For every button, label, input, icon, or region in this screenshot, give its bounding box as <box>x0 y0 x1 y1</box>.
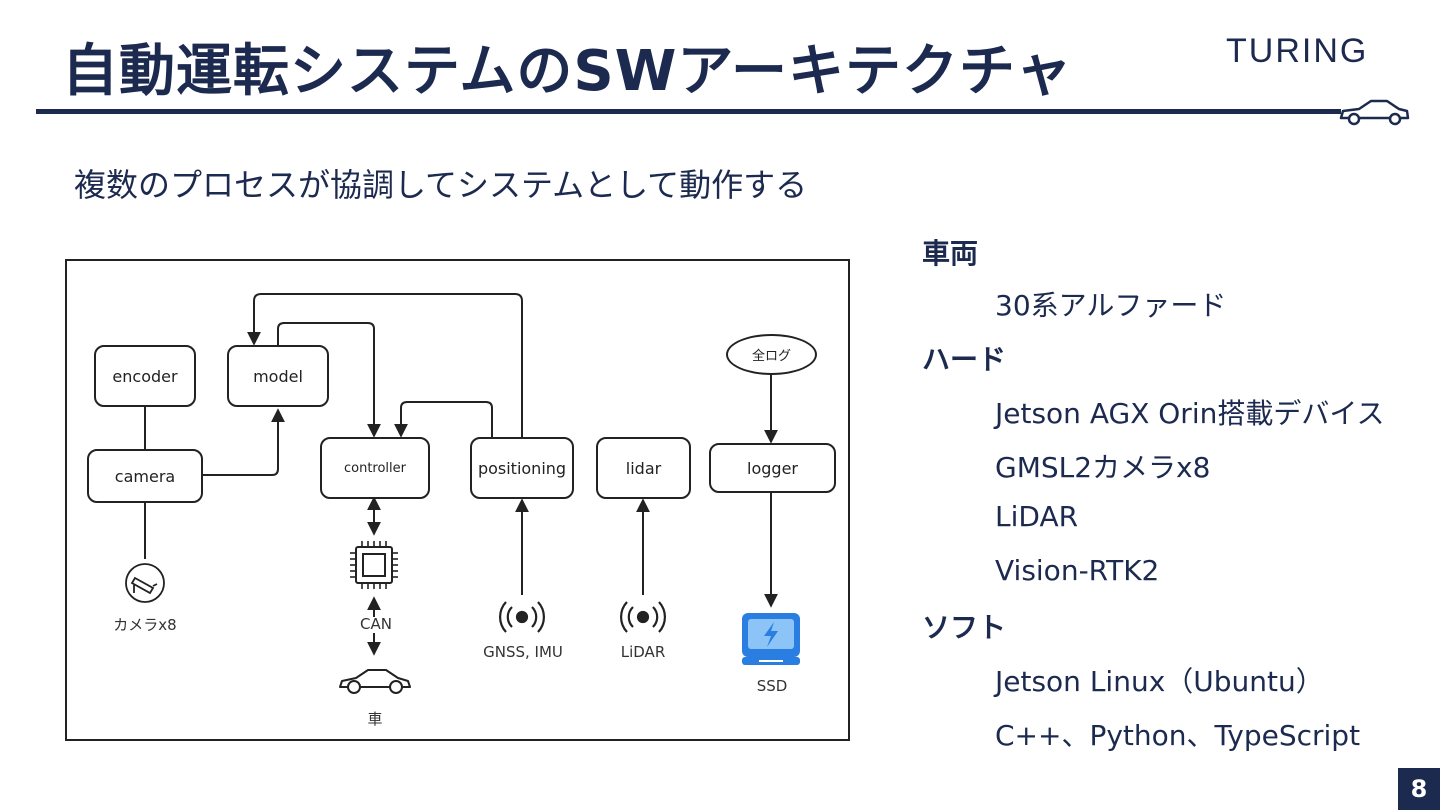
node-all-logs: 全ログ <box>726 334 817 375</box>
caption-can: CAN <box>360 615 392 633</box>
caption-lidar: LiDAR <box>620 643 666 661</box>
edge-camera-model <box>203 408 285 476</box>
slide-title: 自動運転システムのSWアーキテクチャ <box>62 39 1073 104</box>
ssd-drive-icon <box>742 613 800 665</box>
node-model: model <box>227 345 329 407</box>
slide-subtitle: 複数のプロセスが協調してシステムとして動作する <box>74 166 808 204</box>
spec-category-hardware: ハード <box>922 343 1007 376</box>
architecture-diagram: encoder model camera controller position… <box>65 259 850 741</box>
node-positioning: positioning <box>470 437 574 499</box>
node-encoder: encoder <box>94 345 196 407</box>
car-logo-icon <box>1337 96 1411 132</box>
page-number: 8 <box>1398 768 1440 810</box>
edge-positioning-controller <box>394 401 493 438</box>
car-icon <box>339 669 411 694</box>
caption-car: 車 <box>367 710 383 728</box>
caption-gnss-imu: GNSS, IMU <box>483 643 563 661</box>
node-lidar: lidar <box>596 437 691 499</box>
edge-model-controller <box>277 322 381 438</box>
header-rule <box>36 109 1341 114</box>
spec-item: LiDAR <box>995 500 1079 533</box>
spec-item: Jetson AGX Orin搭載デバイス <box>995 397 1385 430</box>
spec-item: Vision-RTK2 <box>995 554 1160 587</box>
spec-item: 30系アルファード <box>995 289 1227 322</box>
edge-positioning-model <box>247 293 523 437</box>
spec-item: C++、Python、TypeScript <box>995 719 1361 752</box>
node-logger: logger <box>709 443 836 493</box>
spec-category-vehicle: 車両 <box>922 237 979 270</box>
spec-item: GMSL2カメラx8 <box>995 451 1211 484</box>
chip-icon <box>350 541 398 589</box>
spec-category-software: ソフト <box>922 611 1007 644</box>
caption-ssd: SSD <box>756 677 788 695</box>
caption-camera-x8: カメラx8 <box>113 616 177 634</box>
spec-item: Jetson Linux（Ubuntu） <box>995 665 1324 698</box>
wireless-signal-icon <box>620 601 666 633</box>
node-camera: camera <box>87 449 203 503</box>
wireless-signal-icon <box>499 601 545 633</box>
node-controller: controller <box>320 437 430 499</box>
turing-logo: TURING <box>1226 32 1369 70</box>
surveillance-camera-icon <box>125 563 165 603</box>
